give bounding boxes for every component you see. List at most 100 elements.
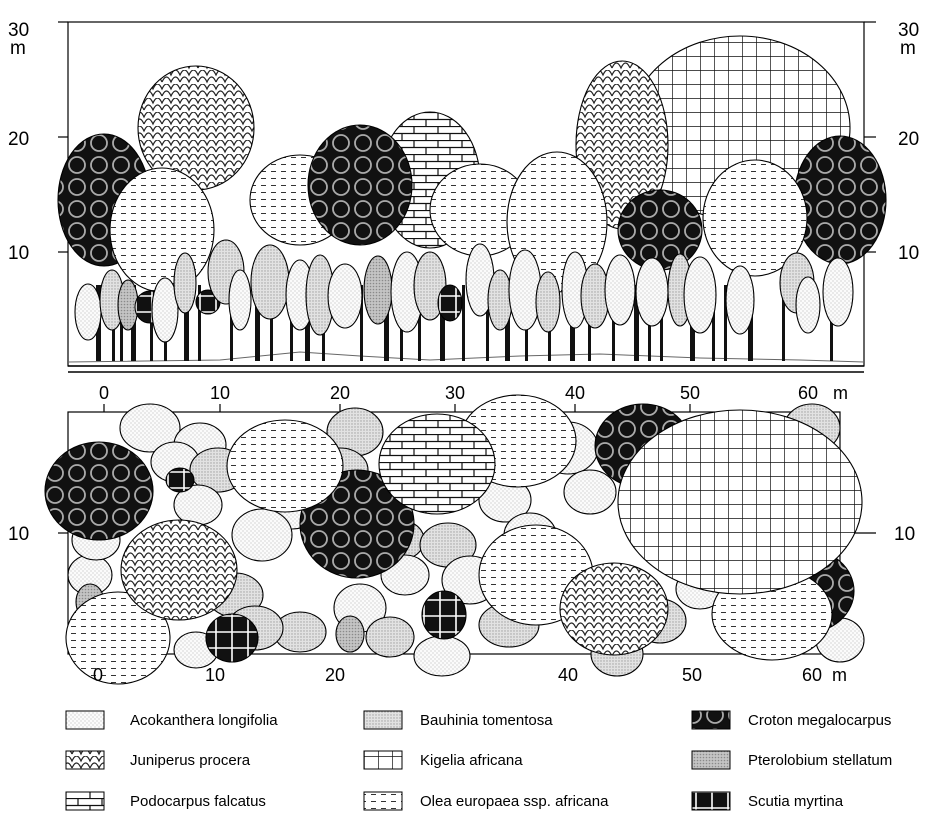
plan-crown-juniperus	[559, 562, 669, 656]
profile-x-tick-50: 50	[680, 383, 700, 403]
legend-label-croton: Croton megalocarpus	[748, 712, 891, 729]
profile-crown-scutia	[437, 284, 463, 322]
tree-trunk	[612, 285, 615, 361]
profile-crown-acokanthera	[725, 265, 755, 335]
plan-crown-croton	[44, 441, 154, 541]
plan-crown-juniperus	[120, 519, 238, 621]
profile-crown-acokanthera	[74, 283, 102, 341]
legend-swatch-olea	[363, 791, 403, 811]
tree-trunk	[198, 285, 201, 361]
profile-axis-labels: 30 m 20 10 30 m 20 10	[8, 20, 919, 264]
plan-right-tick-10: 10	[894, 524, 915, 545]
plan-x-tick-40: 40	[558, 665, 578, 685]
tree-trunk	[270, 285, 273, 361]
profile-x-tick-60: 60	[798, 383, 818, 403]
plan-crown-scutia	[205, 613, 259, 663]
profile-x-tick-30: 30	[445, 383, 465, 403]
plan-crown-scutia	[421, 590, 467, 640]
plan-axis-labels: 10 10 0 10 20 40 50 60 m	[8, 524, 915, 685]
legend-swatch-scutia	[691, 791, 731, 811]
profile-right-unit: m	[900, 38, 916, 59]
profile-crown-croton	[307, 124, 413, 246]
profile-crown-bauhinia	[250, 244, 290, 320]
plan-crown-kigelia	[617, 409, 863, 595]
profile-crown-acokanthera	[822, 257, 854, 327]
profile-left-unit: m	[10, 38, 26, 59]
legend-label-olea: Olea europaea ssp. africana	[420, 793, 609, 810]
profile-crown-acokanthera	[151, 277, 179, 343]
profile-crown-acokanthera	[604, 254, 636, 326]
legend-swatch-bauhinia	[363, 710, 403, 730]
profile-crown-croton	[617, 189, 703, 271]
profile-crown-pterolobium	[363, 255, 393, 325]
legend-item-olea: Olea europaea ssp. africana	[363, 791, 609, 811]
plan-crown-acokanthera	[413, 635, 471, 677]
legend-item-acokanthera: Acokanthera longifolia	[65, 710, 278, 730]
plan-crown-podocarpus	[378, 413, 496, 515]
profile-x-tick-10: 10	[210, 383, 230, 403]
legend-swatch-juniperus	[65, 750, 105, 770]
legend-swatch-acokanthera	[65, 710, 105, 730]
plan-x-tick-60: 60	[802, 665, 822, 685]
profile-left-tick-30: 30	[8, 20, 29, 41]
profile-crown-olea	[109, 167, 215, 293]
legend-label-juniperus: Juniperus procera	[130, 752, 251, 769]
tree-trunk	[384, 285, 389, 361]
plan-x-tick-20: 20	[325, 665, 345, 685]
profile-x-tick-20: 20	[330, 383, 350, 403]
legend-label-acokanthera: Acokanthera longifolia	[130, 712, 278, 729]
tree-trunk	[360, 285, 363, 361]
profile-left-tick-10: 10	[8, 243, 29, 264]
profile-crown-bauhinia	[487, 269, 513, 331]
legend-swatch-podocarpus	[65, 791, 105, 811]
profile-right-tick-10: 10	[898, 243, 919, 264]
legend-label-bauhinia: Bauhinia tomentosa	[420, 712, 553, 729]
legend-swatch-pterolobium	[691, 750, 731, 770]
profile-x-unit: m	[833, 383, 848, 403]
tree-trunk	[660, 285, 663, 361]
tree-trunk	[230, 285, 233, 361]
legend-item-podocarpus: Podocarpus falcatus	[65, 791, 266, 811]
tree-trunk	[634, 285, 639, 361]
profile-crown-acokanthera	[327, 263, 363, 329]
legend-item-pterolobium: Pterolobium stellatum	[691, 750, 892, 770]
plan-crowns	[44, 394, 865, 685]
tree-trunk	[712, 285, 715, 361]
profile-left-tick-20: 20	[8, 129, 29, 150]
profile-crown-acokanthera	[508, 249, 542, 331]
profile-right-tick-30: 30	[898, 20, 919, 41]
tree-trunk	[418, 285, 421, 361]
plan-crown-olea	[226, 419, 344, 513]
profile-x-axis-labels: 0 10 20 30 40 50 60 m	[99, 383, 848, 403]
profile-x-tick-0: 0	[99, 383, 109, 403]
legend-swatch-kigelia	[363, 750, 403, 770]
legend-item-scutia: Scutia myrtina	[691, 791, 844, 811]
legend: Acokanthera longifolia Bauhinia tomentos…	[65, 710, 892, 811]
plan-crown-olea	[65, 591, 171, 685]
tree-trunk	[255, 285, 260, 361]
plan-x-tick-50: 50	[682, 665, 702, 685]
profile-right-tick-20: 20	[898, 129, 919, 150]
profile-crown-olea	[702, 159, 808, 277]
plan-x-unit: m	[832, 665, 847, 685]
profile-x-tick-40: 40	[565, 383, 585, 403]
legend-swatch-croton	[691, 710, 731, 730]
profile-crown-acokanthera	[683, 256, 717, 334]
legend-label-podocarpus: Podocarpus falcatus	[130, 793, 266, 810]
legend-label-kigelia: Kigelia africana	[420, 752, 523, 769]
legend-label-pterolobium: Pterolobium stellatum	[748, 752, 892, 769]
tree-trunk	[462, 285, 465, 361]
plan-left-tick-10: 10	[8, 524, 29, 545]
tree-trunk	[184, 285, 189, 361]
legend-item-kigelia: Kigelia africana	[363, 750, 523, 770]
plan-x-tick-10: 10	[205, 665, 225, 685]
plan-crown-scutia	[165, 467, 195, 493]
profile-crown-croton	[793, 135, 887, 265]
tree-trunk	[724, 285, 727, 361]
plan-crown-bauhinia	[365, 616, 415, 658]
plan-crown-pterolobium	[335, 615, 365, 653]
plan-crown-acokanthera	[563, 469, 617, 515]
legend-item-juniperus: Juniperus procera	[65, 750, 251, 770]
plan-crown-acokanthera	[119, 403, 181, 453]
